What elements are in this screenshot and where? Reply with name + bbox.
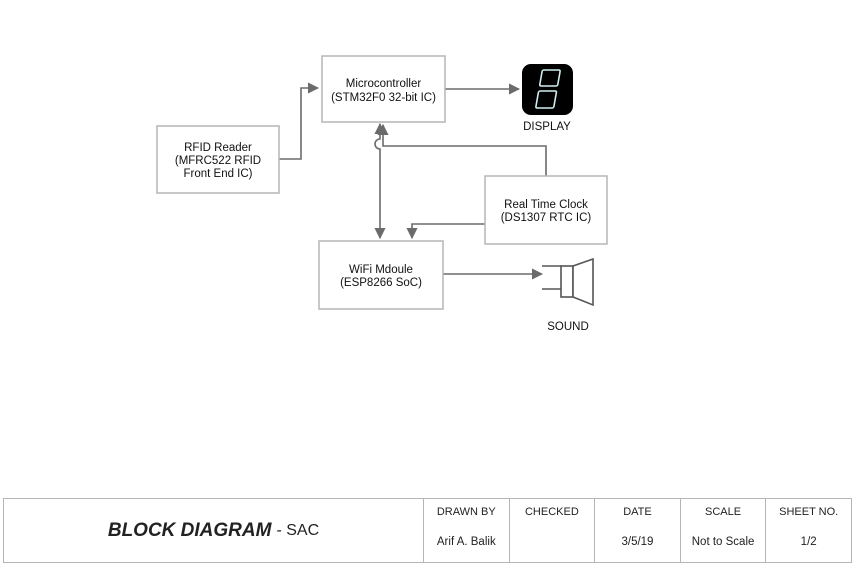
rfid-reader-part: (MFRC522 RFID — [175, 155, 261, 167]
real-time-clock-block: Real Time Clock (DS1307 RTC IC) — [484, 175, 608, 245]
mcu-wifi-bidirectional-wire — [374, 122, 386, 240]
sheet-no-header: SHEET NO. — [779, 506, 839, 518]
drawn-by-value: Arif A. Balik — [436, 536, 496, 548]
sound-label: SOUND — [547, 321, 589, 333]
rfid-to-mcu-wire — [279, 82, 320, 160]
title-block: BLOCK DIAGRAM - SAC DRAWN BY Arif A. Bal… — [3, 498, 852, 563]
microcontroller-block: Microcontroller (STM32F0 32-bit IC) — [321, 55, 446, 123]
wifi-module-part: (ESP8266 SoC) — [340, 277, 422, 289]
wifi-module-name: WiFi Mdoule — [349, 264, 413, 276]
date-header: DATE — [623, 506, 652, 518]
scale-value: Not to Scale — [691, 536, 755, 548]
rfid-reader-part-2: Front End IC) — [183, 168, 252, 180]
scale-cell: SCALE Not to Scale — [681, 499, 767, 562]
drawn-by-cell: DRAWN BY Arif A. Balik — [424, 499, 510, 562]
display-icon — [522, 64, 573, 115]
scale-header: SCALE — [705, 506, 742, 518]
wifi-module-block: WiFi Mdoule (ESP8266 SoC) — [318, 240, 444, 310]
rtc-part: (DS1307 RTC IC) — [501, 212, 592, 224]
rtc-name: Real Time Clock — [504, 199, 588, 211]
sheet-no-value: 1/2 — [800, 536, 817, 548]
diagram-title: BLOCK DIAGRAM — [107, 519, 272, 541]
date-cell: DATE 3/5/19 — [595, 499, 681, 562]
checked-header: CHECKED — [524, 506, 579, 518]
microcontroller-name: Microcontroller — [346, 78, 422, 90]
rtc-to-mcu-wire — [377, 123, 547, 176]
rfid-reader-block: RFID Reader (MFRC522 RFID Front End IC) — [156, 125, 280, 194]
drawn-by-header: DRAWN BY — [436, 506, 496, 518]
diagram-subtitle: - SAC — [276, 521, 320, 539]
title-block-main: BLOCK DIAGRAM - SAC — [4, 499, 424, 562]
checked-cell: CHECKED — [510, 499, 596, 562]
speaker-icon — [542, 257, 594, 307]
date-value: 3/5/19 — [621, 536, 654, 548]
rtc-to-wifi-wire — [406, 223, 485, 240]
display-label: DISPLAY — [523, 121, 571, 133]
block-diagram: Microcontroller (STM32F0 32-bit IC) RFID… — [156, 55, 608, 333]
sheet-no-cell: SHEET NO. 1/2 — [766, 499, 851, 562]
microcontroller-part: (STM32F0 32-bit IC) — [331, 92, 436, 104]
rfid-reader-name: RFID Reader — [184, 142, 252, 154]
